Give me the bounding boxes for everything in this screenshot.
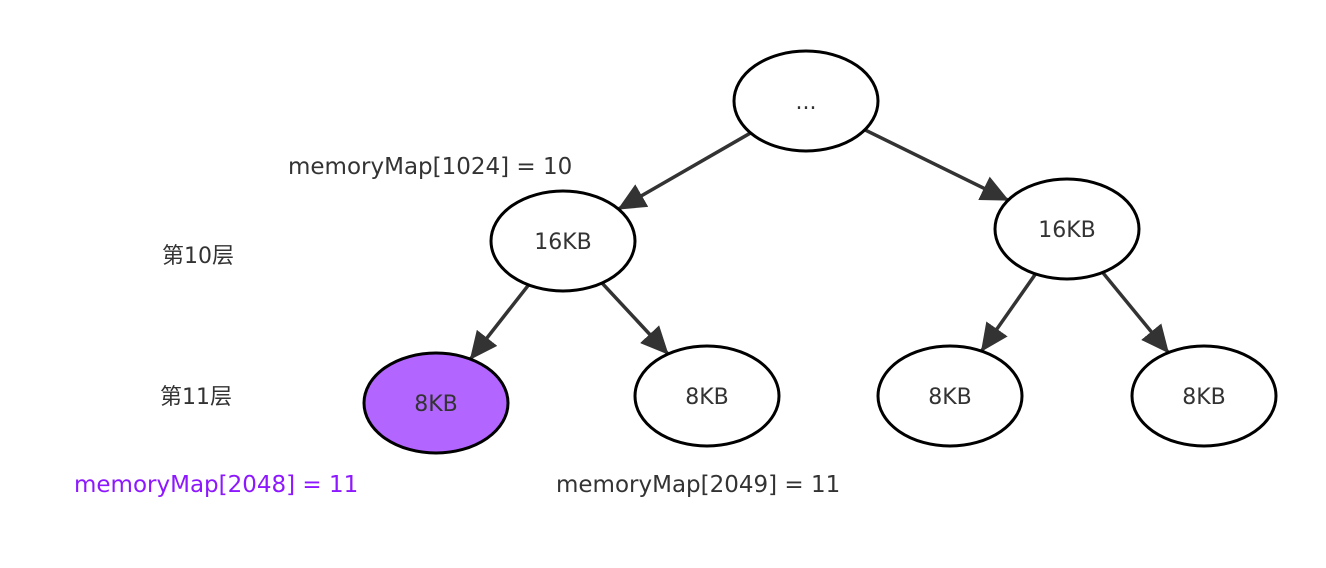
- node-l11-3: 8KB: [876, 344, 1024, 448]
- edge-l10_left-to-l11_1: [469, 283, 530, 361]
- memorymap-2049-label: memoryMap[2049] = 11: [556, 472, 841, 498]
- node-ellipse: [633, 344, 781, 448]
- node-l10-right: 16KB: [993, 177, 1141, 281]
- nodes-layer: ... 16KB 16KB 8KB 8KB 8KB 8KB: [362, 49, 1278, 455]
- node-l11-2: 8KB: [633, 344, 781, 448]
- node-label: 16KB: [534, 230, 592, 255]
- node-ellipse: [1130, 344, 1278, 448]
- node-l11-4: 8KB: [1130, 344, 1278, 448]
- edge-root-to-l10_right: [864, 128, 1010, 202]
- node-ellipse: [362, 351, 510, 455]
- node-ellipse: [732, 49, 880, 153]
- edge-l10_left-to-l11_2: [600, 281, 670, 356]
- node-label: ...: [796, 90, 817, 115]
- level-11-label: 第11层: [160, 385, 232, 410]
- node-ellipse: [876, 344, 1024, 448]
- memorymap-1024-label: memoryMap[1024] = 10: [288, 154, 573, 180]
- node-label: 8KB: [685, 385, 729, 410]
- edge-l10_right-to-l11_4: [1101, 271, 1170, 354]
- node-root: ...: [732, 49, 880, 153]
- memorymap-2048-label: memoryMap[2048] = 11: [74, 472, 359, 498]
- edge-l10_right-to-l11_3: [980, 272, 1037, 353]
- node-label: 8KB: [928, 385, 972, 410]
- node-label: 8KB: [414, 392, 458, 417]
- node-label: 8KB: [1182, 385, 1226, 410]
- node-l11-1: 8KB: [362, 351, 510, 455]
- edges-layer: [469, 128, 1170, 361]
- node-ellipse: [489, 189, 637, 293]
- level-10-label: 第10层: [162, 244, 234, 269]
- node-l10-left: 16KB: [489, 189, 637, 293]
- node-label: 16KB: [1038, 218, 1096, 243]
- edge-root-to-l10_left: [617, 131, 752, 211]
- node-ellipse: [993, 177, 1141, 281]
